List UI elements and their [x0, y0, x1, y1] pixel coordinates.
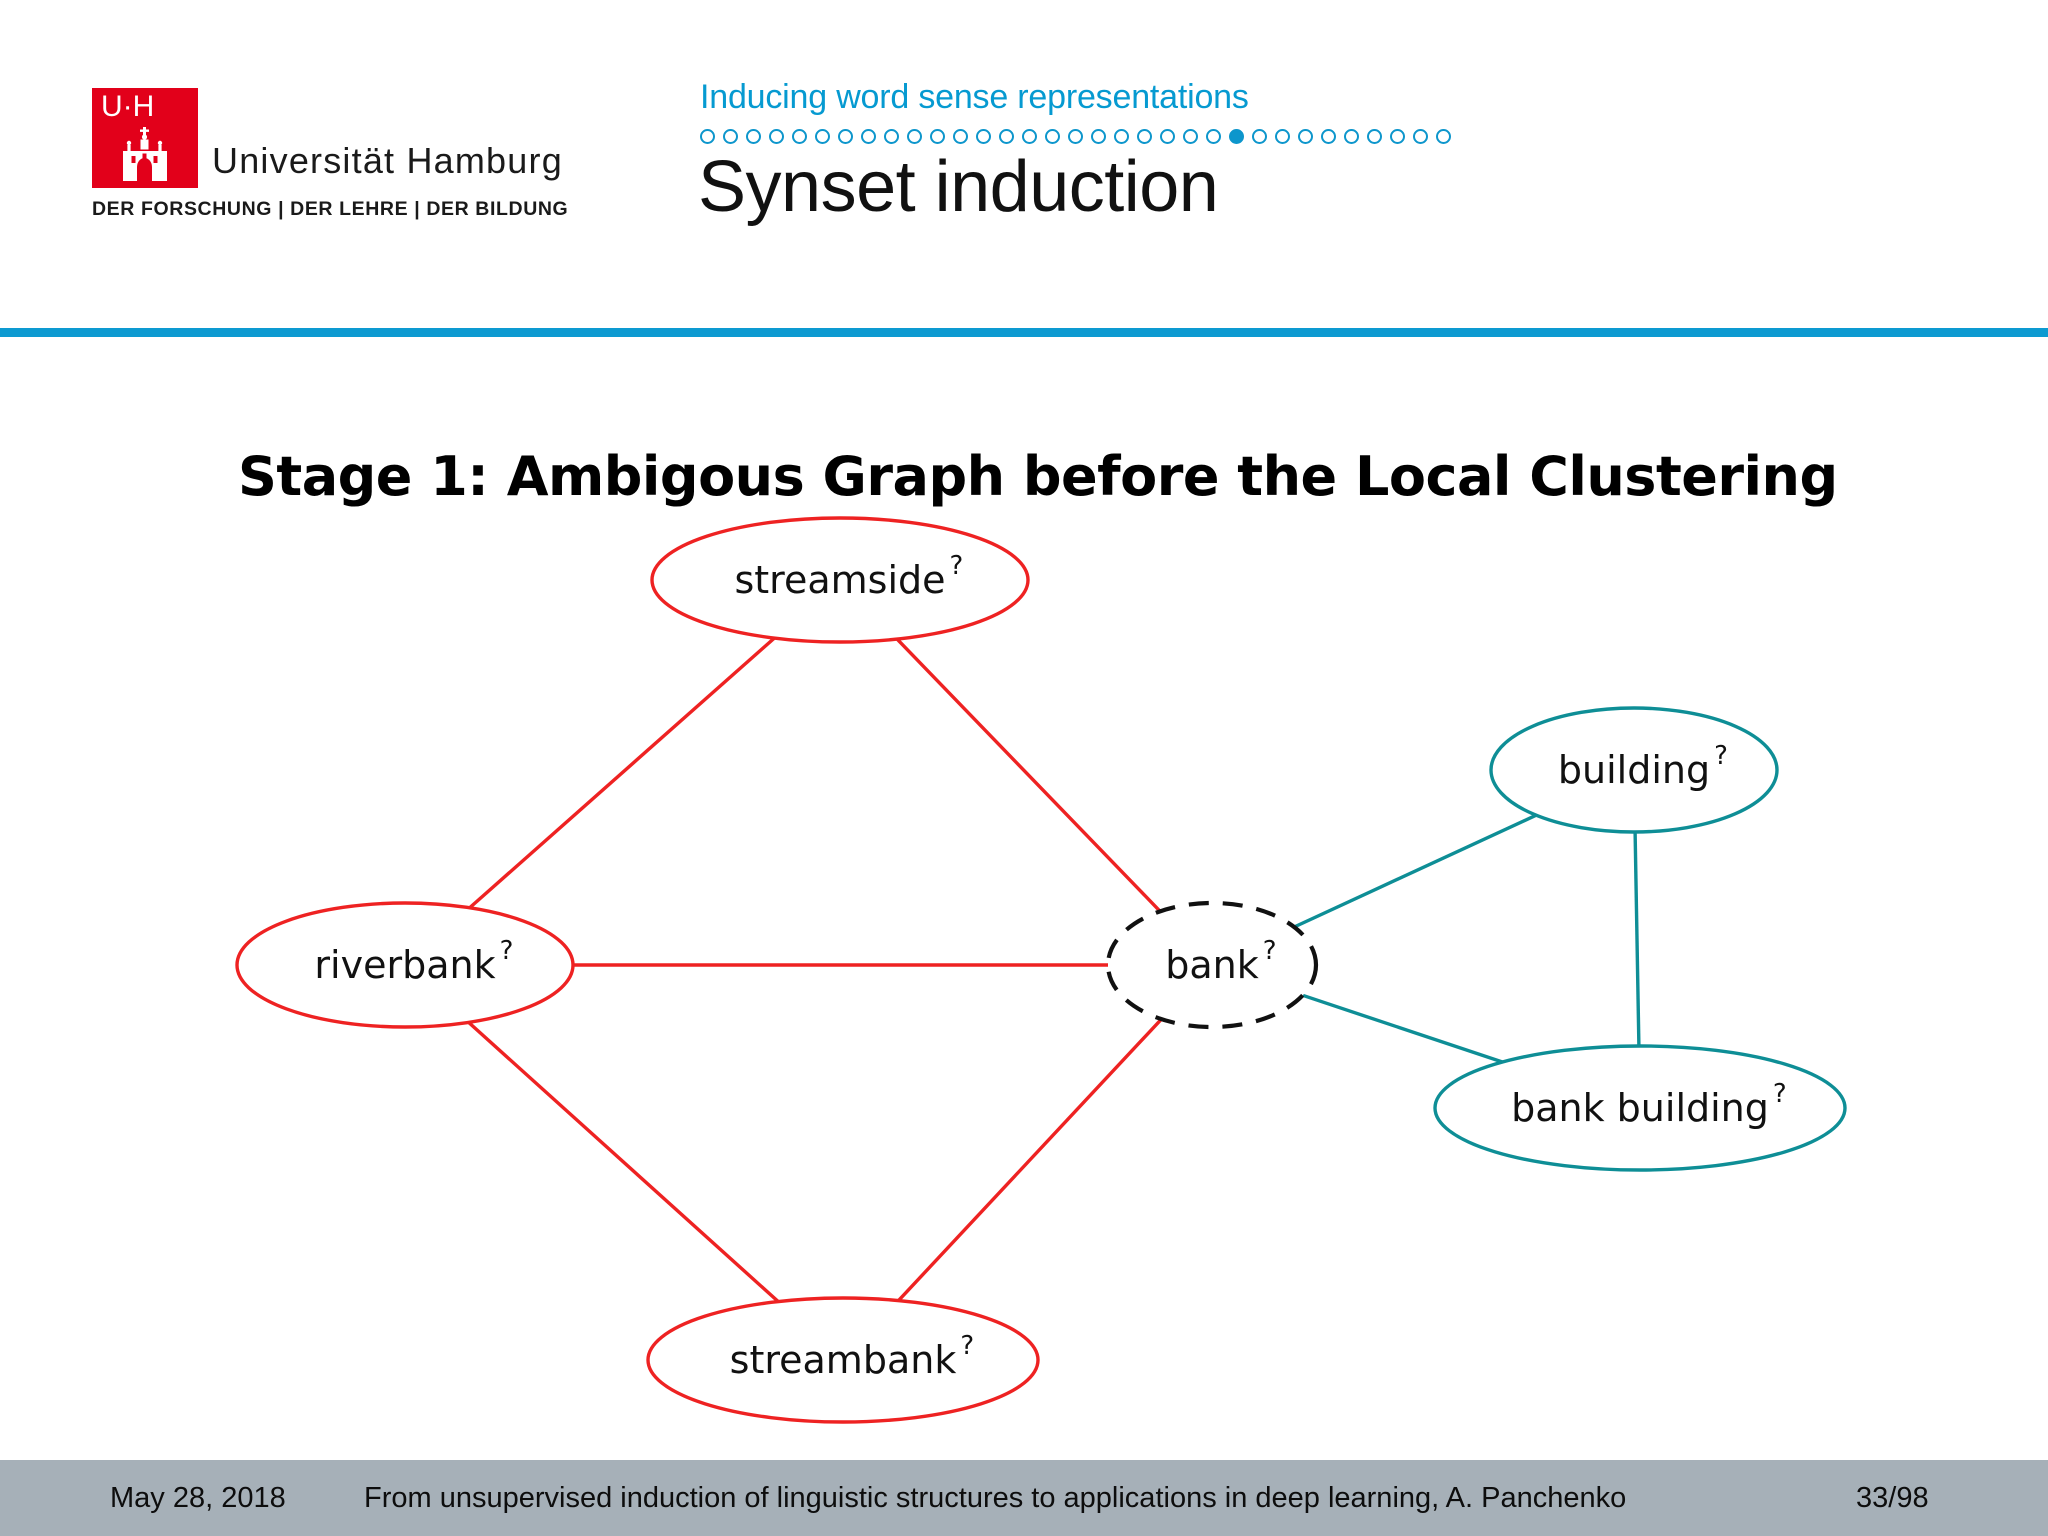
progress-dot-15[interactable] [1022, 128, 1037, 144]
university-logo: U·H Universität [92, 88, 568, 248]
section-label: Inducing word sense representations [700, 78, 1249, 116]
university-tagline: DER FORSCHUNG | DER LEHRE | DER BILDUNG [92, 198, 569, 220]
uhh-letters: U·H [101, 90, 155, 123]
graph-nodes: streamside?riverbank?streambank?bank?bui… [235, 516, 1847, 1424]
progress-dot-21[interactable] [1160, 128, 1175, 144]
progress-dot-23[interactable] [1206, 128, 1221, 144]
progress-dot-14[interactable] [999, 128, 1014, 144]
progress-dot-33[interactable] [1436, 128, 1451, 144]
node-ambiguity-mark: ? [1263, 936, 1277, 966]
node-ellipse [650, 516, 1030, 644]
progress-dot-8[interactable] [861, 128, 876, 144]
progress-dot-7[interactable] [838, 128, 853, 144]
node-label: riverbank [314, 943, 495, 987]
graph-node-bank_building[interactable]: bank building? [1433, 1044, 1847, 1172]
node-ambiguity-mark: ? [1773, 1079, 1787, 1109]
progress-dot-6[interactable] [815, 128, 830, 144]
graph-edge-streamside-riverbank [468, 636, 776, 910]
slide-header: U·H Universität [0, 0, 2048, 337]
figure-area: Stage 1: Ambigous Graph before the Local… [0, 340, 2048, 1460]
progress-dot-2[interactable] [723, 128, 738, 144]
progress-dot-10[interactable] [907, 128, 922, 144]
uhh-castle-icon [123, 127, 167, 181]
progress-dot-19[interactable] [1114, 128, 1129, 144]
slide-footer: May 28, 2018 From unsupervised induction… [0, 1460, 2048, 1536]
progress-dot-25[interactable] [1252, 128, 1267, 144]
progress-dot-3[interactable] [746, 128, 761, 144]
progress-dot-30[interactable] [1367, 128, 1382, 144]
graph-node-bank[interactable]: bank? [1105, 900, 1319, 1030]
progress-dot-20[interactable] [1137, 128, 1152, 144]
progress-dot-1[interactable] [700, 128, 715, 144]
node-ellipse [1489, 706, 1779, 834]
graph-edge-streambank-bank [897, 1018, 1163, 1302]
node-ambiguity-mark: ? [960, 1331, 974, 1361]
progress-dots[interactable] [700, 123, 1451, 149]
progress-dot-5[interactable] [792, 128, 807, 144]
progress-dot-12[interactable] [953, 128, 968, 144]
page-title: Synset induction [698, 147, 1219, 227]
progress-dot-28[interactable] [1321, 128, 1336, 144]
node-ambiguity-mark: ? [1714, 741, 1728, 771]
graph-edge-bank-bank_building [1302, 993, 1503, 1064]
graph-node-building[interactable]: building? [1489, 706, 1779, 834]
node-ellipse [235, 901, 575, 1029]
graph-edges [467, 636, 1641, 1303]
progress-dot-11[interactable] [930, 128, 945, 144]
graph-node-riverbank[interactable]: riverbank? [235, 901, 575, 1029]
graph-edge-building-bank_building [1633, 831, 1641, 1047]
figure-heading: Stage 1: Ambigous Graph before the Local… [238, 445, 1838, 508]
uhh-logo-mark: U·H [92, 88, 198, 188]
footer-reference: From unsupervised induction of linguisti… [364, 1482, 1627, 1514]
progress-dot-9[interactable] [884, 128, 899, 144]
progress-dot-16[interactable] [1045, 128, 1060, 144]
graph-node-streamside[interactable]: streamside? [650, 516, 1030, 644]
node-label: streamside [734, 558, 945, 602]
university-wordmark: Universität Hamburg [212, 140, 563, 181]
node-ellipse [1433, 1044, 1847, 1172]
node-label: streambank [730, 1338, 957, 1382]
footer-page-number: 33/98 [1856, 1482, 1929, 1514]
node-label: bank [1165, 943, 1259, 987]
progress-dot-29[interactable] [1344, 128, 1359, 144]
node-label: building [1558, 748, 1710, 792]
header-divider [0, 328, 2048, 337]
progress-dot-24[interactable] [1229, 128, 1244, 144]
progress-dot-4[interactable] [769, 128, 784, 144]
progress-dot-31[interactable] [1390, 128, 1405, 144]
node-ambiguity-mark: ? [950, 551, 964, 581]
graph-node-streambank[interactable]: streambank? [646, 1296, 1040, 1424]
progress-dot-18[interactable] [1091, 128, 1106, 144]
node-label: bank building [1511, 1086, 1769, 1130]
progress-dot-13[interactable] [976, 128, 991, 144]
footer-date: May 28, 2018 [110, 1482, 286, 1514]
node-ambiguity-mark: ? [500, 936, 514, 966]
node-ellipse [1105, 900, 1319, 1030]
graph-edge-streamside-bank [895, 637, 1162, 913]
progress-dot-26[interactable] [1275, 128, 1290, 144]
progress-dot-22[interactable] [1183, 128, 1198, 144]
node-ellipse [646, 1296, 1040, 1424]
graph-edge-riverbank-streambank [467, 1021, 780, 1303]
progress-dot-17[interactable] [1068, 128, 1083, 144]
graph-edge-bank-building [1293, 813, 1537, 929]
progress-dot-27[interactable] [1298, 128, 1313, 144]
synset-graph: streamside?riverbank?streambank?bank?bui… [235, 516, 1847, 1424]
progress-dot-32[interactable] [1413, 128, 1428, 144]
